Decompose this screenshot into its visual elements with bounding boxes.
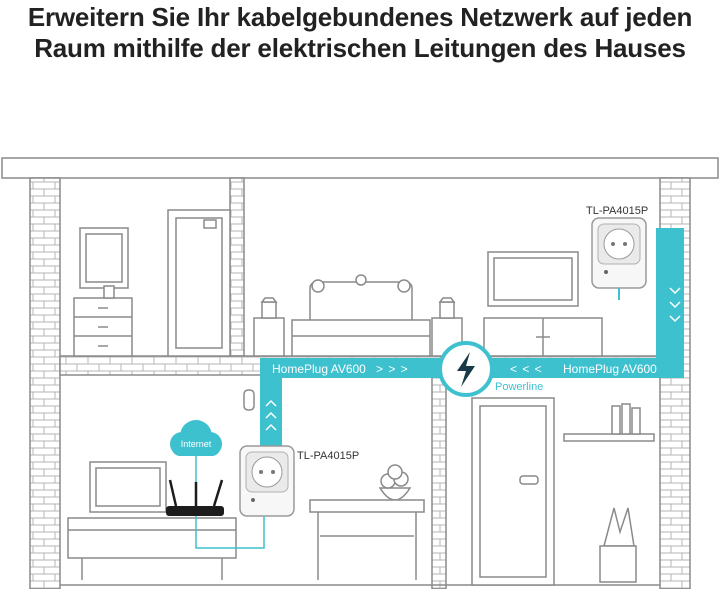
living-room (67, 389, 255, 580)
homeplug-label-right: HomePlug AV600 (563, 362, 657, 376)
house-roof (1, 157, 719, 179)
wall-shelf (563, 433, 655, 442)
upper-left-room (73, 209, 231, 357)
adapter-top-label: TL-PA4015P (586, 205, 648, 217)
powerline-label: Powerline (495, 381, 543, 393)
cloud-icon (170, 420, 222, 484)
arrows-left: < < < (510, 362, 543, 376)
adapter-bottom-label: TL-PA4015P (297, 450, 359, 462)
internet-label: Internet (181, 439, 212, 449)
homeplug-label-left: HomePlug AV600 (272, 362, 366, 376)
powerline-adapter-bottom (239, 445, 295, 517)
desk (67, 517, 237, 559)
headline-line-2: Raum mithilfe der elektrischen Leitungen… (34, 33, 686, 63)
hallway (471, 397, 655, 586)
bedroom (253, 251, 603, 357)
headline-line-1: Erweitern Sie Ihr kabelgebundenes Netzwe… (27, 2, 693, 32)
dining-area (309, 464, 425, 580)
nightstand-left (253, 317, 285, 357)
fruit-bowl (378, 487, 412, 501)
arrows-right: > > > (376, 362, 409, 376)
router-icon (166, 479, 224, 516)
wall-lamp (243, 389, 255, 411)
bed (291, 319, 431, 357)
table (309, 499, 425, 513)
lightning-bolt-icon (438, 341, 494, 397)
page-headline: Erweitern Sie Ihr kabelgebundenes Netzwe… (0, 2, 720, 64)
powerline-adapter-top (591, 217, 647, 300)
powerline-connection (260, 228, 684, 470)
ethernet-cable (195, 516, 265, 549)
plant (603, 507, 635, 547)
